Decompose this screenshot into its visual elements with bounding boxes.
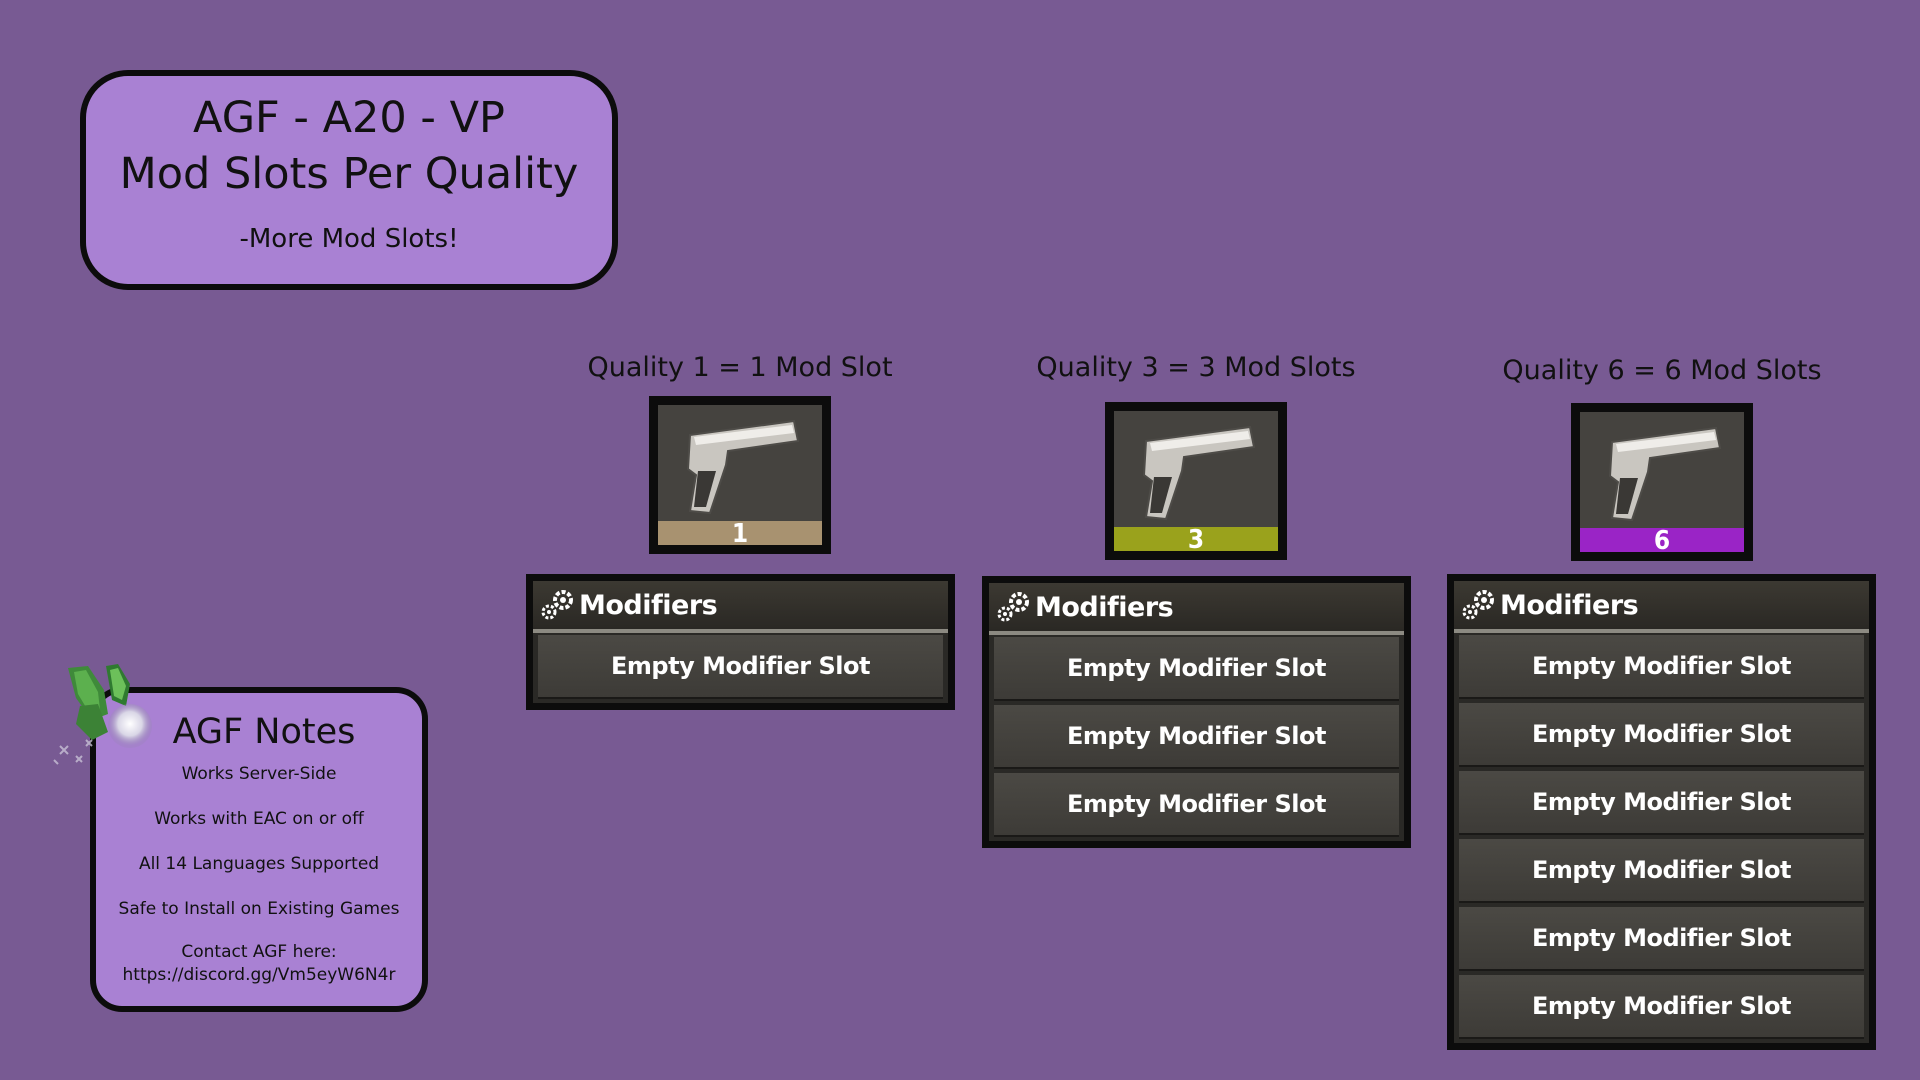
quality-number: 1 xyxy=(658,521,822,545)
title-line-2: Mod Slots Per Quality xyxy=(119,149,579,199)
notes-line: Safe to Install on Existing Games xyxy=(118,899,400,919)
modifiers-header-label: Modifiers xyxy=(1035,591,1174,623)
empty-modifier-slot[interactable]: Empty Modifier Slot xyxy=(1459,839,1864,903)
empty-modifier-slot[interactable]: Empty Modifier Slot xyxy=(994,773,1399,837)
pistol-icon xyxy=(686,419,800,515)
modifiers-header: Modifiers xyxy=(533,581,948,633)
modifiers-header-label: Modifiers xyxy=(579,589,718,621)
title-box: AGF - A20 - VP Mod Slots Per Quality -Mo… xyxy=(80,70,618,290)
tier-label-quality-1: Quality 1 = 1 Mod Slot xyxy=(587,352,893,383)
empty-modifier-slot[interactable]: Empty Modifier Slot xyxy=(1459,703,1864,767)
modifiers-panel-quality-3: Modifiers Empty Modifier Slot Empty Modi… xyxy=(982,576,1411,848)
gears-icon xyxy=(541,590,573,620)
empty-modifier-slot[interactable]: Empty Modifier Slot xyxy=(994,637,1399,701)
item-tile-quality-3[interactable]: 3 xyxy=(1105,402,1287,560)
notes-contact-label: Contact AGF here: xyxy=(181,942,337,962)
item-tile-quality-1[interactable]: 1 xyxy=(649,396,831,554)
gears-icon xyxy=(1462,590,1494,620)
notes-line: Works Server-Side xyxy=(181,764,337,784)
notes-title: AGF Notes xyxy=(172,712,356,752)
modifiers-header: Modifiers xyxy=(989,583,1404,635)
notes-line: All 14 Languages Supported xyxy=(138,854,380,874)
empty-modifier-slot[interactable]: Empty Modifier Slot xyxy=(994,705,1399,769)
empty-modifier-slot[interactable]: Empty Modifier Slot xyxy=(1459,771,1864,835)
tier-label-quality-6: Quality 6 = 6 Mod Slots xyxy=(1502,355,1822,386)
notes-contact: Contact AGF here: https://discord.gg/Vm5… xyxy=(96,941,422,987)
title-line-1: AGF - A20 - VP xyxy=(193,93,505,143)
empty-modifier-slot[interactable]: Empty Modifier Slot xyxy=(538,635,943,699)
modifiers-header: Modifiers xyxy=(1454,581,1869,633)
tier-label-quality-3: Quality 3 = 3 Mod Slots xyxy=(1036,352,1356,383)
empty-modifier-slot[interactable]: Empty Modifier Slot xyxy=(1459,975,1864,1039)
modifiers-panel-quality-6: Modifiers Empty Modifier Slot Empty Modi… xyxy=(1447,574,1876,1050)
title-subtitle: -More Mod Slots! xyxy=(239,224,459,254)
item-tile-quality-6[interactable]: 6 xyxy=(1571,403,1753,561)
empty-modifier-slot[interactable]: Empty Modifier Slot xyxy=(1459,907,1864,971)
notes-line: Works with EAC on or off xyxy=(154,809,364,829)
gears-icon xyxy=(997,592,1029,622)
empty-modifier-slot[interactable]: Empty Modifier Slot xyxy=(1459,635,1864,699)
notes-box: AGF Notes Works Server-Side Works with E… xyxy=(90,687,428,1012)
quality-number: 6 xyxy=(1580,528,1744,552)
pistol-icon xyxy=(1142,425,1256,521)
modifiers-header-label: Modifiers xyxy=(1500,589,1639,621)
modifiers-panel-quality-1: Modifiers Empty Modifier Slot xyxy=(526,574,955,710)
leaf-orb-icon xyxy=(53,664,152,765)
quality-number: 3 xyxy=(1114,527,1278,551)
notes-contact-link[interactable]: https://discord.gg/Vm5eyW6N4r xyxy=(122,965,396,985)
pistol-icon xyxy=(1608,426,1722,522)
